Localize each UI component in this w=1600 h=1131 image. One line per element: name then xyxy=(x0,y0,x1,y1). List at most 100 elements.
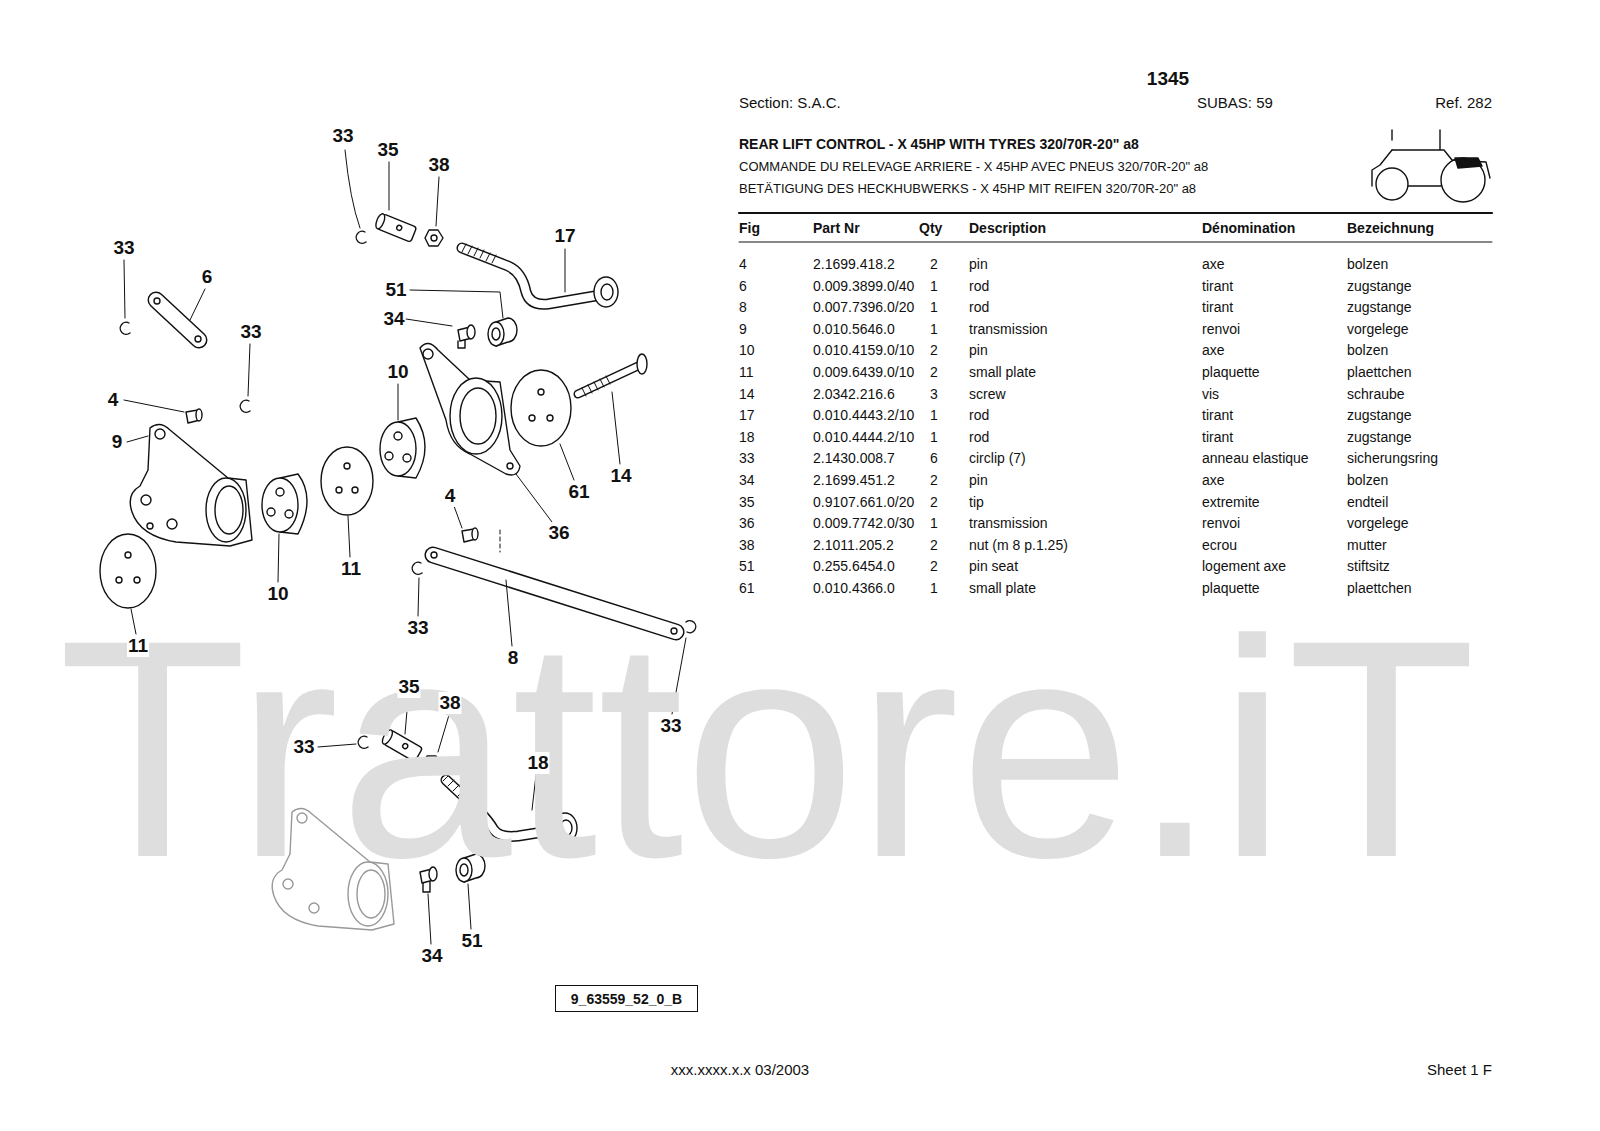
callout-number: 11 xyxy=(340,558,362,580)
callout-number: 33 xyxy=(331,125,354,147)
page-title: REAR LIFT CONTROL - X 45HP WITH TYRES 32… xyxy=(739,136,1139,152)
callout-number: 34 xyxy=(420,945,443,967)
table-cell: vis xyxy=(1202,386,1219,402)
table-cell: 2.1699.451.2 xyxy=(813,472,895,488)
callout-number: 4 xyxy=(107,389,120,411)
column-header: Description xyxy=(969,220,1046,236)
table-cell: 0.010.4366.0 xyxy=(813,580,895,596)
table-cell: 1 xyxy=(930,515,938,531)
callout-number: 14 xyxy=(609,465,632,487)
callout-number: 10 xyxy=(266,583,289,605)
table-cell: pin xyxy=(969,472,988,488)
table-cell: transmission xyxy=(969,515,1048,531)
table-cell: 0.010.4443.2/10 xyxy=(813,407,914,423)
callout-number: 33 xyxy=(406,617,429,639)
page-number: 1345 xyxy=(1147,68,1189,90)
table-cell: 2 xyxy=(930,256,938,272)
table-cell: 17 xyxy=(739,407,755,423)
table-cell: 1 xyxy=(930,580,938,596)
table-cell: 6 xyxy=(739,278,747,294)
table-cell: axe xyxy=(1202,256,1225,272)
table-cell: 2 xyxy=(930,537,938,553)
table-cell: circlip (7) xyxy=(969,450,1026,466)
table-cell: 0.010.4444.2/10 xyxy=(813,429,914,445)
table-cell: 2 xyxy=(930,342,938,358)
footer-text: xxx.xxxx.x.x 03/2003 xyxy=(671,1061,809,1078)
table-cell: 36 xyxy=(739,515,755,531)
table-cell: 51 xyxy=(739,558,755,574)
table-cell: mutter xyxy=(1347,537,1387,553)
callout-number: 18 xyxy=(526,752,549,774)
callout-number: 8 xyxy=(507,647,520,669)
column-header: Qty xyxy=(919,220,942,236)
table-cell: 1 xyxy=(930,429,938,445)
table-cell: renvoi xyxy=(1202,515,1240,531)
table-cell: anneau elastique xyxy=(1202,450,1309,466)
table-cell: plaquette xyxy=(1202,364,1260,380)
table-cell: 1 xyxy=(930,321,938,337)
table-cell: plaettchen xyxy=(1347,364,1412,380)
table-cell: 8 xyxy=(739,299,747,315)
table-cell: tirant xyxy=(1202,407,1233,423)
table-cell: 38 xyxy=(739,537,755,553)
table-cell: 0.010.4159.0/10 xyxy=(813,342,914,358)
callout-number: 33 xyxy=(292,736,315,758)
table-cell: 14 xyxy=(739,386,755,402)
table-cell: tip xyxy=(969,494,984,510)
table-cell: bolzen xyxy=(1347,256,1388,272)
table-cell: 0.009.3899.0/40 xyxy=(813,278,914,294)
table-cell: schraube xyxy=(1347,386,1405,402)
callout-number: 51 xyxy=(384,279,407,301)
callout-number: 6 xyxy=(201,266,214,288)
table-cell: 2.1699.418.2 xyxy=(813,256,895,272)
table-cell: zugstange xyxy=(1347,299,1412,315)
table-cell: 11 xyxy=(739,364,754,380)
table-cell: 0.009.7742.0/30 xyxy=(813,515,914,531)
callout-number: 35 xyxy=(376,139,399,161)
table-cell: vorgelege xyxy=(1347,515,1409,531)
column-header: Fig xyxy=(739,220,760,236)
table-cell: zugstange xyxy=(1347,429,1412,445)
table-cell: pin seat xyxy=(969,558,1018,574)
callout-number: 36 xyxy=(547,522,570,544)
table-cell: transmission xyxy=(969,321,1048,337)
table-cell: tirant xyxy=(1202,429,1233,445)
watermark: Trattore.iT xyxy=(58,594,1476,904)
column-header: Dénomination xyxy=(1202,220,1295,236)
callout-number: 33 xyxy=(239,321,262,343)
table-cell: plaquette xyxy=(1202,580,1260,596)
callout-number: 10 xyxy=(386,361,409,383)
table-cell: small plate xyxy=(969,364,1036,380)
callout-number: 38 xyxy=(438,692,461,714)
table-cell: axe xyxy=(1202,472,1225,488)
table-cell: 2 xyxy=(930,494,938,510)
callout-number: 33 xyxy=(112,237,135,259)
tractor-icon xyxy=(1372,130,1490,202)
callout-number: 61 xyxy=(567,481,590,503)
table-cell: tirant xyxy=(1202,278,1233,294)
table-cell: 34 xyxy=(739,472,755,488)
table-cell: logement axe xyxy=(1202,558,1286,574)
column-header: Part Nr xyxy=(813,220,860,236)
table-cell: tirant xyxy=(1202,299,1233,315)
section-heading: COMMANDE DU RELEVAGE ARRIERE - X 45HP AV… xyxy=(739,160,1208,175)
table-cell: zugstange xyxy=(1347,407,1412,423)
table-cell: 6 xyxy=(930,450,938,466)
column-header: Bezeichnung xyxy=(1347,220,1434,236)
table-cell: rod xyxy=(969,429,989,445)
table-cell: 2 xyxy=(930,364,938,380)
table-cell: zugstange xyxy=(1347,278,1412,294)
table-cell: 1 xyxy=(930,299,938,315)
table-cell: extremite xyxy=(1202,494,1260,510)
table-cell: 61 xyxy=(739,580,755,596)
table-cell: bolzen xyxy=(1347,472,1388,488)
table-cell: 2 xyxy=(930,472,938,488)
callout-number: 4 xyxy=(444,485,457,507)
table-cell: 0.009.6439.0/10 xyxy=(813,364,914,380)
section-heading: BETÄTIGUNG DES HECKHUBWERKS - X 45HP MIT… xyxy=(739,182,1196,197)
table-cell: vorgelege xyxy=(1347,321,1409,337)
table-cell: ecrou xyxy=(1202,537,1237,553)
callout-number: 35 xyxy=(397,676,420,698)
header-field: Section: S.A.C. xyxy=(739,94,841,111)
callout-number: 34 xyxy=(382,308,405,330)
